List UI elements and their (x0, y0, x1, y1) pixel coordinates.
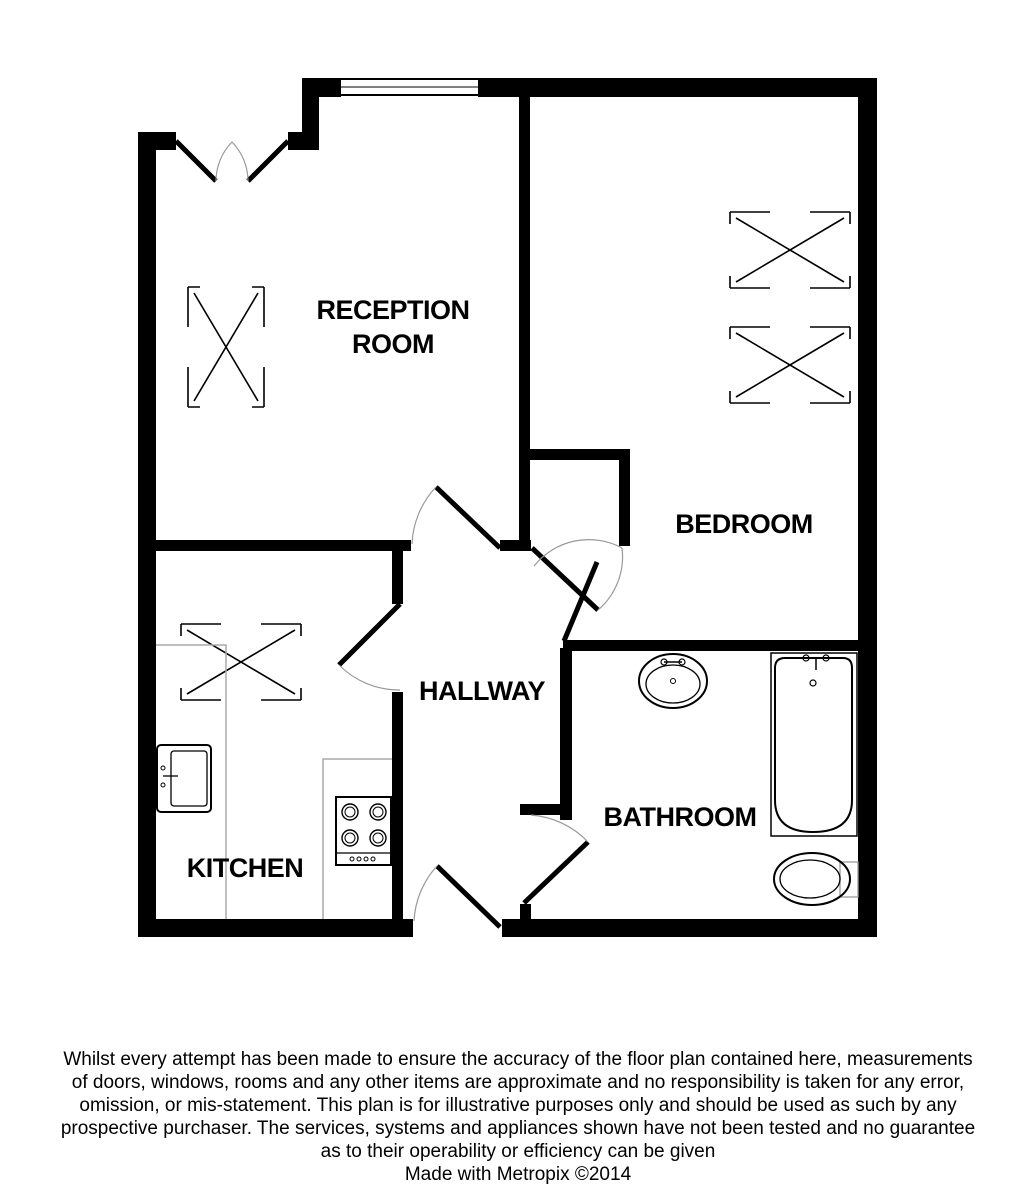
interior-walls (154, 88, 860, 937)
floor-plan: RECEPTION ROOM BEDROOM HALLWAY KITCHEN B… (138, 78, 877, 937)
skylight-bedroom-1 (729, 211, 851, 289)
toilet (773, 852, 859, 906)
disclaimer-line: as to their operability or efficiency ca… (320, 1141, 716, 1162)
window (339, 78, 480, 96)
skylights (180, 211, 851, 701)
reception-room-label-line1: RECEPTION (316, 295, 469, 325)
bathroom-label: BATHROOM (604, 802, 757, 832)
skylight-bedroom-2 (729, 326, 851, 404)
skylight-kitchen (180, 623, 302, 701)
hallway-label: HALLWAY (419, 676, 546, 706)
disclaimer-line: of doors, windows, rooms and any other i… (71, 1072, 965, 1093)
reception-room-label-line2: ROOM (352, 329, 434, 359)
disclaimer-line: Whilst every attempt has been made to en… (63, 1049, 973, 1070)
bedroom-label: BEDROOM (675, 509, 813, 539)
cooker-hob (335, 796, 392, 866)
outer-walls (138, 78, 877, 937)
wash-basin (638, 653, 708, 709)
french-doors (174, 139, 290, 183)
bathroom-fittings (638, 652, 859, 906)
disclaimer: Whilst every attempt has been made to en… (0, 1048, 1036, 1186)
disclaimer-line: prospective purchaser. The services, sys… (60, 1118, 976, 1139)
skylight-reception (187, 286, 265, 408)
kitchen-fittings (156, 644, 392, 919)
kitchen-sink (156, 744, 212, 813)
credit-text: Made with Metropix ©2014 (404, 1164, 632, 1185)
kitchen-label: KITCHEN (187, 853, 304, 883)
bathtub (770, 652, 858, 837)
doors (337, 485, 624, 929)
disclaimer-line: omission, or mis-statement. This plan is… (79, 1095, 957, 1116)
